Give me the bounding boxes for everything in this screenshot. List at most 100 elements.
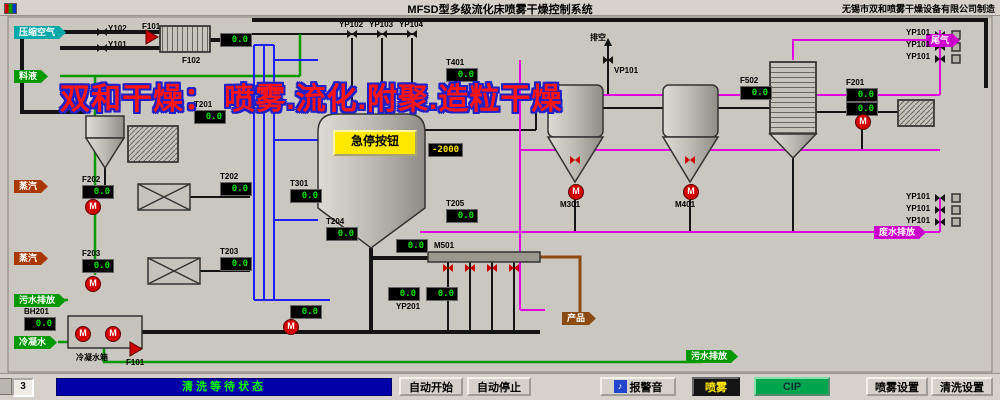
page-title: MFSD型多级流化床喷雾干燥控制系统	[407, 4, 593, 16]
equipment-label: 冷凝水箱	[76, 353, 108, 362]
equipment-label: YP101	[906, 192, 931, 201]
fluidbed-2-cone	[661, 136, 720, 184]
equipment-label: M301	[560, 200, 581, 209]
stream-tag: 污水排放	[14, 294, 66, 307]
value-indicator: 0.0	[446, 68, 478, 82]
heat-exchanger-1-x	[137, 183, 191, 211]
value-indicator: 0.0	[194, 110, 226, 124]
discharge-manifold	[427, 251, 541, 263]
button-label: 自动开始	[409, 381, 453, 394]
value-indicator: 0.0	[846, 102, 878, 116]
stream-tag: 尾气	[926, 34, 960, 47]
value-indicator: 0.0	[290, 189, 322, 203]
equipment-label: F102	[182, 56, 201, 65]
equipment-label: F202	[82, 175, 101, 184]
app-icon	[4, 3, 17, 14]
motor-icon: M	[683, 184, 699, 200]
button-label: 自动停止	[477, 381, 521, 394]
value-indicator: 0.0	[740, 86, 772, 100]
motor-icon: M	[85, 199, 101, 215]
button-label: 报警音	[629, 381, 663, 394]
motor-icon: M	[568, 184, 584, 200]
vent-arrow	[604, 38, 612, 46]
stream-tag: 污水排放	[686, 350, 738, 363]
valve-endcap	[951, 205, 961, 215]
equipment-label: F203	[82, 249, 101, 258]
inlet-filter-hatch	[159, 25, 211, 53]
equipment-label: F201	[846, 78, 865, 87]
stream-tag: 蒸汽	[14, 252, 48, 265]
stream-tag: 蒸汽	[14, 180, 48, 193]
scrubber-hatch	[769, 61, 817, 135]
auto-start-button[interactable]: 自动开始	[399, 377, 463, 396]
stream-tag: 冷凝水	[14, 336, 57, 349]
equipment-label: T301	[290, 179, 309, 188]
diagram-frame	[7, 16, 993, 373]
equipment-label: T205	[446, 199, 465, 208]
value-indicator: 0.0	[446, 209, 478, 223]
spray-button[interactable]: 喷雾	[692, 377, 740, 396]
value-indicator: 0.0	[82, 259, 114, 273]
equipment-label: M501	[434, 241, 455, 250]
value-indicator: 0.0	[220, 257, 252, 271]
valve-endcap	[951, 217, 961, 227]
scrubber-cone	[768, 133, 818, 160]
equipment-label: F101	[126, 358, 145, 367]
equipment-label: YP103	[369, 20, 394, 29]
pipes-chamber	[253, 44, 330, 301]
equipment-label: T204	[326, 217, 345, 226]
value-indicator: 0.0	[82, 185, 114, 199]
value-indicator: 0.0	[220, 33, 252, 47]
value-indicator: 0.0	[426, 287, 458, 301]
equipment-label: F502	[740, 76, 759, 85]
stream-tag: 废水排放	[874, 226, 926, 239]
motor-icon: M	[105, 326, 121, 342]
equipment-label: YP101	[906, 204, 931, 213]
emergency-stop-button[interactable]: 急停按钮	[333, 130, 417, 156]
title-bar: MFSD型多级流化床喷雾干燥控制系统 无锡市双和喷雾干燥设备有限公司制造	[0, 0, 1000, 16]
spray-settings-button[interactable]: 喷雾设置	[866, 377, 928, 396]
equipment-label: T202	[220, 172, 239, 181]
equipment-label: YP101	[906, 52, 931, 61]
equipment-label: VP101	[614, 66, 639, 75]
equipment-label: Y101	[108, 40, 127, 49]
value-indicator: -2000	[428, 143, 464, 157]
equipment-label: BH201	[24, 307, 49, 316]
stream-tag: 压缩空气	[14, 26, 66, 39]
equipment-label: 排空	[590, 33, 606, 42]
equipment-label: Y102	[108, 24, 127, 33]
equipment-label: T401	[446, 58, 465, 67]
pipes-product	[538, 255, 582, 312]
equipment-label: T201	[194, 100, 213, 109]
pump-f101b-icon	[129, 341, 143, 357]
auto-stop-button[interactable]: 自动停止	[467, 377, 531, 396]
control-bar: 3 清洗等待状态 自动开始 自动停止 ♪报警音 喷雾 CIP 喷雾设置清洗设置	[0, 373, 1000, 400]
pipes-air	[20, 18, 988, 334]
equipment-label: YP104	[399, 20, 424, 29]
pump-f101-icon	[145, 29, 159, 45]
motor-icon: M	[75, 326, 91, 342]
pump-icons	[129, 29, 159, 357]
page-icon	[0, 378, 12, 395]
clean-settings-button[interactable]: 清洗设置	[931, 377, 993, 396]
value-indicator: 0.0	[388, 287, 420, 301]
button-label: 清洗设置	[940, 381, 984, 394]
value-indicator: 0.0	[396, 239, 428, 253]
manufacturer-label: 无锡市双和喷雾干燥设备有限公司制造	[841, 4, 995, 14]
alarm-mute-button[interactable]: ♪报警音	[600, 377, 676, 396]
page-number-box[interactable]: 3	[12, 378, 34, 397]
equipment-label: YP201	[396, 302, 421, 311]
value-indicator: 0.0	[326, 227, 358, 241]
status-banner: 清洗等待状态	[56, 378, 392, 396]
button-label: 喷雾	[705, 381, 727, 394]
alarm-sound-icon: ♪	[613, 380, 627, 393]
value-indicator: 0.0	[290, 305, 322, 319]
stream-tag: 产品	[562, 312, 596, 325]
value-indicator: 0.0	[220, 182, 252, 196]
equipment-label: YP101	[906, 40, 931, 49]
cip-button[interactable]: CIP	[754, 377, 830, 396]
motor-icon: M	[855, 114, 871, 130]
equipment-label: YP101	[906, 216, 931, 225]
